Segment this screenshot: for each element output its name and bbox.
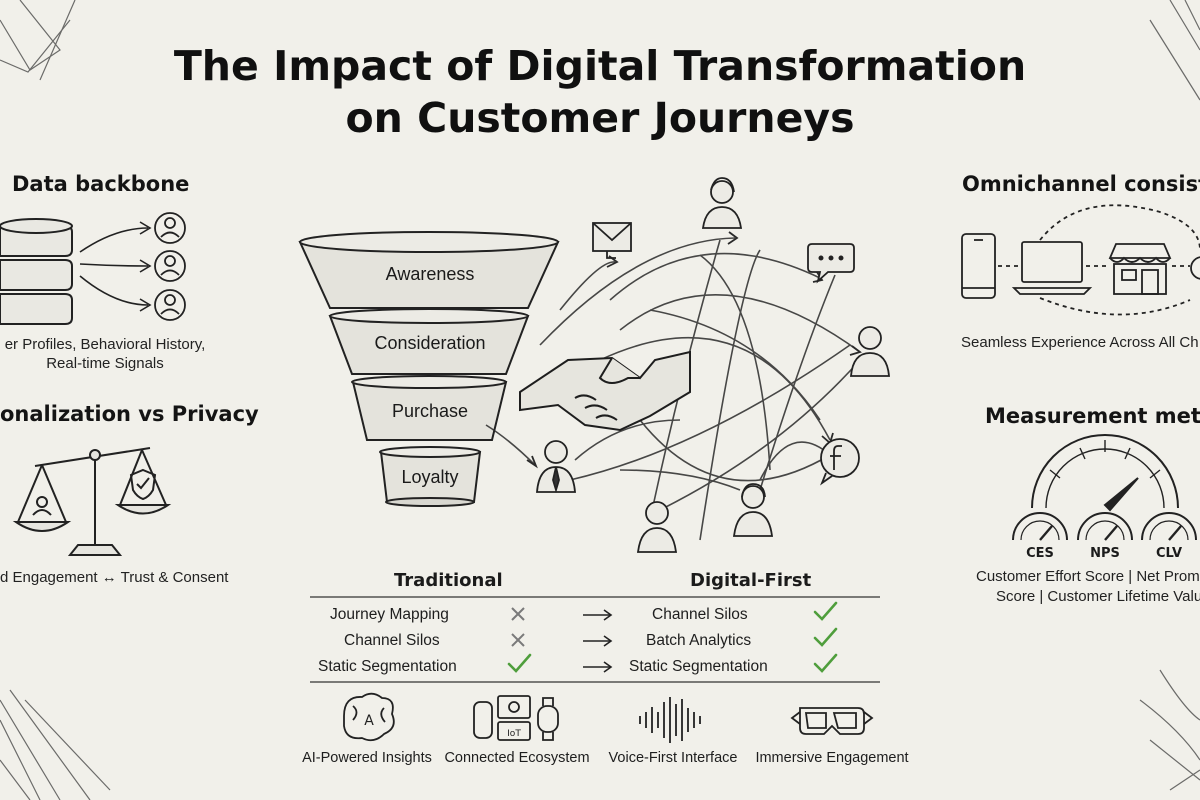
- data-backbone-caption-line-1: er Profiles, Behavioral History,: [4, 336, 206, 353]
- channel-connector-lines: [998, 204, 1200, 316]
- personalization-caption: d Engagement ↔ Trust & Consent: [0, 569, 229, 586]
- funnel-stage-loyalty: Loyalty: [401, 467, 459, 487]
- trend-label-immersive: Immersive Engagement: [755, 750, 909, 766]
- digital-first-cell: Static Segmentation: [629, 658, 768, 675]
- funnel-stage-purchase: Purchase: [391, 401, 469, 421]
- traditional-cell: Channel Silos: [344, 632, 440, 649]
- gauge-clv-icon: [1141, 512, 1197, 541]
- ai-brain-icon: A: [343, 692, 395, 742]
- digital-first-header: Digital-First: [690, 570, 812, 591]
- digital-first-cell: Batch Analytics: [646, 632, 752, 649]
- support-agent-icon: [1190, 256, 1200, 280]
- data-backbone-caption: er Profiles, Behavioral History, Real-ti…: [0, 336, 210, 372]
- gauge-label-nps: NPS: [1090, 546, 1120, 561]
- store-icon: [1108, 243, 1172, 295]
- check-icon: [813, 627, 838, 647]
- measurement-heading: Measurement metri: [985, 404, 1200, 428]
- gauge-label-ces: CES: [1026, 546, 1054, 561]
- main-gauge-icon: [1031, 434, 1179, 512]
- digital-first-cell: Channel Silos: [652, 606, 748, 623]
- trend-label-ecosystem: Connected Ecosystem: [444, 750, 590, 766]
- title-line-2: on Customer Journeys: [345, 94, 855, 142]
- funnel-stage-awareness: Awareness: [385, 264, 475, 284]
- data-backbone-caption-line-2: Real-time Signals: [46, 355, 164, 372]
- gauge-nps-icon: [1077, 512, 1133, 541]
- trend-label-ai: AI-Powered Insights: [302, 750, 432, 766]
- smartphone-icon: [961, 233, 996, 299]
- cross-icon: [511, 633, 525, 647]
- cross-icon: [511, 607, 525, 621]
- svg-text:IoT: IoT: [507, 729, 521, 739]
- page-title: The Impact of Digital Transformation on …: [0, 40, 1200, 144]
- funnel-stage-consideration: Consideration: [374, 333, 486, 353]
- gauge-label-clv: CLV: [1155, 546, 1183, 561]
- traditional-cell: Journey Mapping: [330, 606, 449, 623]
- check-icon: [813, 653, 838, 673]
- arrow-right-icon: [583, 609, 613, 621]
- arrow-right-icon: [583, 661, 613, 673]
- traditional-header: Traditional: [394, 570, 503, 591]
- traditional-cell: Static Segmentation: [318, 658, 457, 675]
- gauge-ces-icon: [1012, 512, 1068, 541]
- sound-wave-icon: [639, 697, 701, 743]
- check-icon: [813, 601, 838, 621]
- omnichannel-heading: Omnichannel consiste: [962, 172, 1200, 196]
- svg-text:A: A: [364, 713, 374, 729]
- arrow-right-icon: [583, 635, 613, 647]
- personalization-heading: onalization vs Privacy: [0, 402, 259, 426]
- measurement-caption-line-2: Score | Customer Lifetime Valu: [996, 588, 1200, 605]
- laptop-icon: [1011, 241, 1093, 295]
- vr-headset-icon: [790, 707, 874, 735]
- measurement-caption: Customer Effort Score | Net Prom Score |…: [976, 568, 1200, 605]
- data-backbone-heading: Data backbone: [12, 172, 190, 196]
- trend-label-voice: Voice-First Interface: [608, 750, 738, 766]
- iot-devices-icon: IoT: [473, 695, 559, 741]
- measurement-caption-line-1: Customer Effort Score | Net Prom: [976, 568, 1200, 585]
- check-icon: [507, 653, 532, 673]
- omnichannel-caption: Seamless Experience Across All Ch: [961, 334, 1199, 351]
- title-line-1: The Impact of Digital Transformation: [173, 42, 1027, 90]
